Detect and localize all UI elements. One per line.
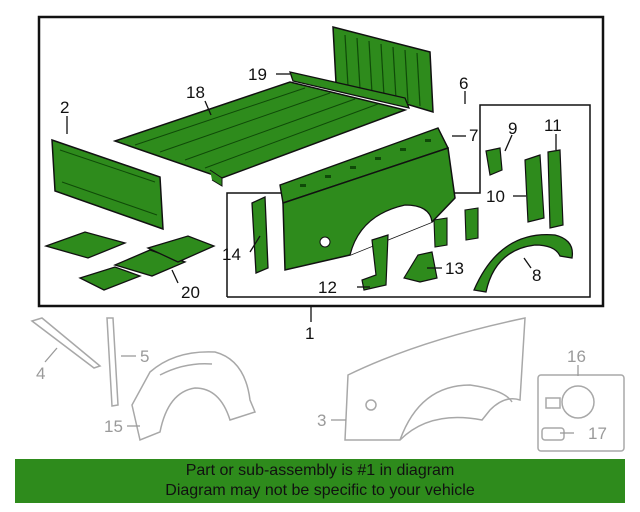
front-panel-part-2 bbox=[51, 138, 164, 231]
callout-1: 1 bbox=[305, 324, 314, 343]
rail-part-19 bbox=[289, 71, 411, 109]
floor-mat-part-20 bbox=[43, 231, 216, 291]
callout-5: 5 bbox=[140, 347, 149, 366]
callout-16: 16 bbox=[567, 347, 586, 366]
leader-lines bbox=[66, 73, 557, 322]
notice-line-1: Part or sub-assembly is #1 in diagram bbox=[185, 462, 455, 479]
bracket-part-11 bbox=[547, 149, 564, 229]
callout-12: 12 bbox=[318, 278, 337, 297]
callout-3: 3 bbox=[317, 411, 326, 430]
callout-18: 18 bbox=[186, 83, 205, 102]
callout-8: 8 bbox=[532, 266, 541, 285]
assembly-frame bbox=[37, 15, 605, 308]
bracket-part-10 bbox=[524, 154, 545, 223]
bed-floor-part-18 bbox=[112, 81, 408, 187]
side-panel-part bbox=[282, 147, 456, 271]
small-bracket-parts bbox=[433, 207, 479, 248]
ghost-parts bbox=[30, 317, 625, 452]
callout-9: 9 bbox=[508, 119, 517, 138]
callout-11: 11 bbox=[544, 116, 562, 135]
callout-20: 20 bbox=[181, 283, 200, 302]
wheel-arch-part-8 bbox=[473, 233, 574, 293]
notice-banner: Part or sub-assembly is #1 in diagram Di… bbox=[15, 459, 625, 503]
callout-13: 13 bbox=[445, 259, 464, 278]
callout-6: 6 bbox=[459, 74, 468, 93]
subassembly-frame bbox=[226, 104, 591, 298]
pillar-part-14 bbox=[251, 196, 269, 274]
callout-7: 7 bbox=[469, 126, 478, 145]
tailgate-part bbox=[332, 26, 434, 114]
bracket-part-13 bbox=[403, 251, 438, 283]
callout-2: 2 bbox=[60, 98, 69, 117]
brace-part-12 bbox=[361, 234, 389, 291]
callout-19: 19 bbox=[248, 65, 267, 84]
callout-14: 14 bbox=[222, 245, 241, 264]
callout-17: 17 bbox=[588, 424, 607, 443]
callout-10: 10 bbox=[486, 187, 505, 206]
callout-15: 15 bbox=[104, 417, 123, 436]
ghost-leader-lines bbox=[44, 347, 579, 434]
callout-4: 4 bbox=[36, 364, 45, 383]
notice-line-2: Diagram may not be specific to your vehi… bbox=[165, 482, 475, 499]
bracket-part-9 bbox=[485, 147, 503, 176]
